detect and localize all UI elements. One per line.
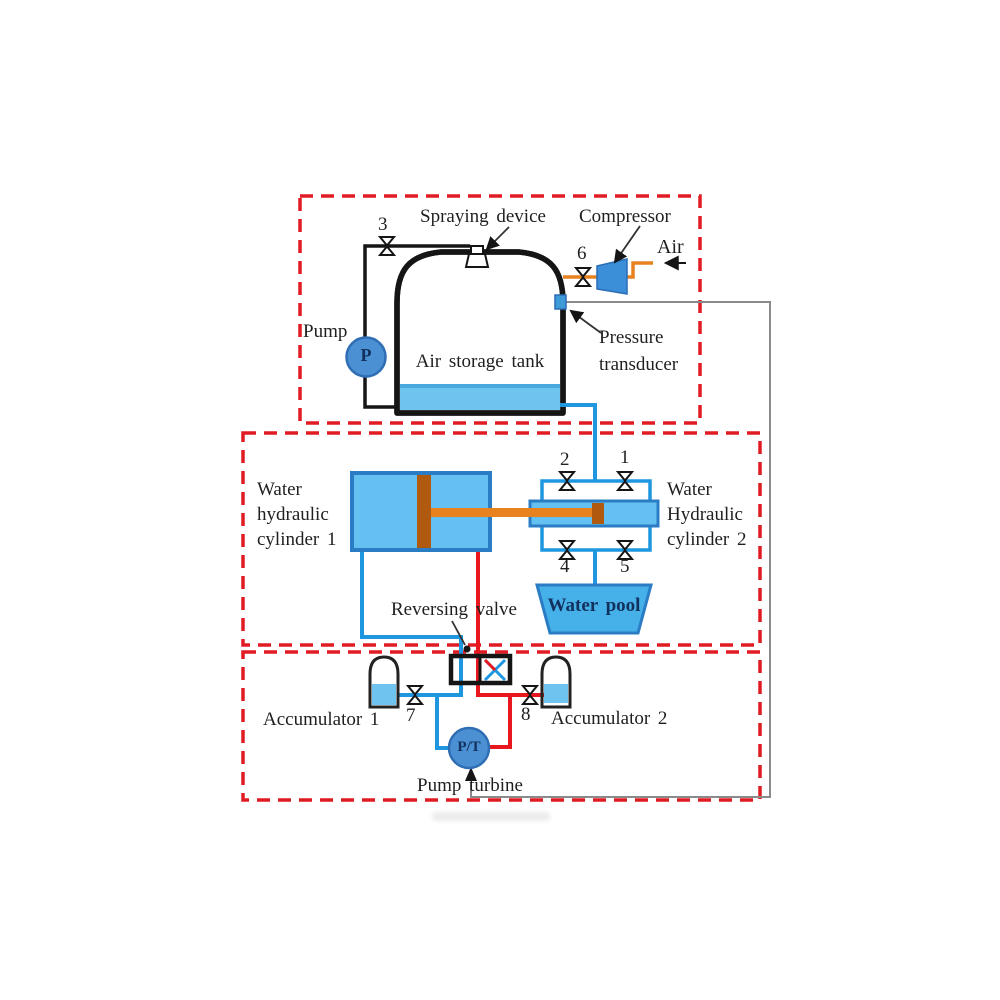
valve-3-label: 3: [378, 214, 388, 235]
pressure-transducer-label-line1: Pressure: [599, 327, 664, 348]
pump-turbine-label: Pump turbine: [417, 775, 523, 796]
pump-circle: [345, 336, 387, 378]
valve-5-icon: [615, 540, 635, 560]
tank-water: [400, 384, 560, 410]
valve-6-label: 6: [577, 243, 587, 264]
cylinder1-red-pipe: [476, 548, 546, 697]
cylinder2-label-line1: Water: [667, 479, 712, 500]
cylinder1-blue-pipe: [360, 549, 463, 697]
blue-branch-to-pt: [435, 695, 450, 750]
cylinder1-label-line3: cylinder 1: [257, 529, 337, 550]
reversing-valve-leader-dot: [463, 645, 471, 653]
valve-4-icon: [557, 540, 577, 560]
accumulator-2: [540, 655, 572, 709]
red-branch-to-pt: [488, 695, 512, 749]
pressure-transducer-label-line2: transducer: [599, 354, 679, 375]
cylinder1-piston: [417, 475, 431, 548]
cylinder2-label-line3: cylinder 2: [667, 529, 747, 550]
valve-8-icon: [520, 685, 540, 705]
valve-8-label: 8: [521, 704, 531, 725]
reversing-valve-cross-red: [483, 658, 497, 672]
tank-to-cylinder2-pipe: [560, 403, 597, 481]
accumulator2-label: Accumulator 2: [551, 708, 668, 729]
spraying-device-leader-arrow: [485, 226, 510, 251]
valve-7-icon: [405, 685, 425, 705]
pump-symbol: P: [360, 345, 372, 365]
valve-5-label: 5: [620, 556, 630, 577]
cylinder1-label: Water hydraulic cylinder 1: [257, 477, 337, 552]
valve-7-label: 7: [406, 705, 416, 726]
pump-pipe: [363, 244, 470, 409]
compressor-label: Compressor: [579, 206, 671, 227]
signal-arrowhead: [465, 767, 477, 781]
air-storage-tank-label: Air storage tank: [415, 351, 545, 372]
reversing-valve-leader: [451, 620, 466, 646]
accumulator1-liquid: [372, 684, 396, 705]
pressure-transducer: [554, 294, 567, 310]
piston-rod: [431, 508, 593, 517]
spraying-device-label: Spraying device: [420, 206, 546, 227]
water-pool: [535, 583, 653, 635]
pressure-transducer-leader-arrow: [569, 309, 602, 334]
cylinder1-label-line2: hydraulic: [257, 504, 329, 525]
spraying-device-nozzle: [464, 253, 490, 268]
pump-turbine-symbol: P/T: [457, 739, 481, 755]
valve-1-label: 1: [620, 447, 630, 468]
cylinder2-label-line2: Hydraulic: [667, 504, 743, 525]
valve-6-icon: [573, 267, 593, 287]
caption-remnant: [432, 812, 550, 821]
water-pool-label: Water pool: [547, 595, 641, 616]
valve-3-icon: [377, 236, 397, 256]
pump-turbine-circle: [447, 726, 491, 770]
pump-label: Pump: [303, 321, 348, 342]
cylinder2-bottom-loop: [540, 524, 652, 552]
spraying-device-stem: [470, 245, 484, 255]
valve-4-label: 4: [560, 556, 570, 577]
air-label: Air: [657, 236, 684, 258]
pressure-transducer-label: Pressure transducer: [599, 324, 678, 378]
cylinder2-label: Water Hydraulic cylinder 2: [667, 477, 747, 552]
pressure-signal-line: [470, 301, 771, 798]
compressor-leader-arrow: [613, 225, 641, 264]
accumulator-1: [368, 655, 400, 709]
cylinder2-piston: [592, 503, 604, 524]
valve-1-icon: [615, 471, 635, 491]
tank-outline-repaint: [394, 249, 566, 416]
reversing-valve-label: Reversing valve: [391, 599, 517, 620]
compressor: [596, 258, 628, 295]
compressor-inlet-pipe: [627, 261, 653, 279]
cylinder2-top-loop: [540, 479, 652, 503]
pump-turbine-subsystem-box: [241, 650, 762, 802]
tank-water-surface: [400, 384, 560, 388]
valve-2-icon: [557, 471, 577, 491]
accumulator1-label: Accumulator 1: [263, 709, 380, 730]
valve-2-label: 2: [560, 449, 570, 470]
accumulator2-liquid: [544, 684, 568, 703]
cylinder1-label-line1: Water: [257, 479, 302, 500]
water-cylinder-subsystem-box: [241, 431, 762, 647]
air-storage-subsystem-box: [298, 194, 702, 425]
